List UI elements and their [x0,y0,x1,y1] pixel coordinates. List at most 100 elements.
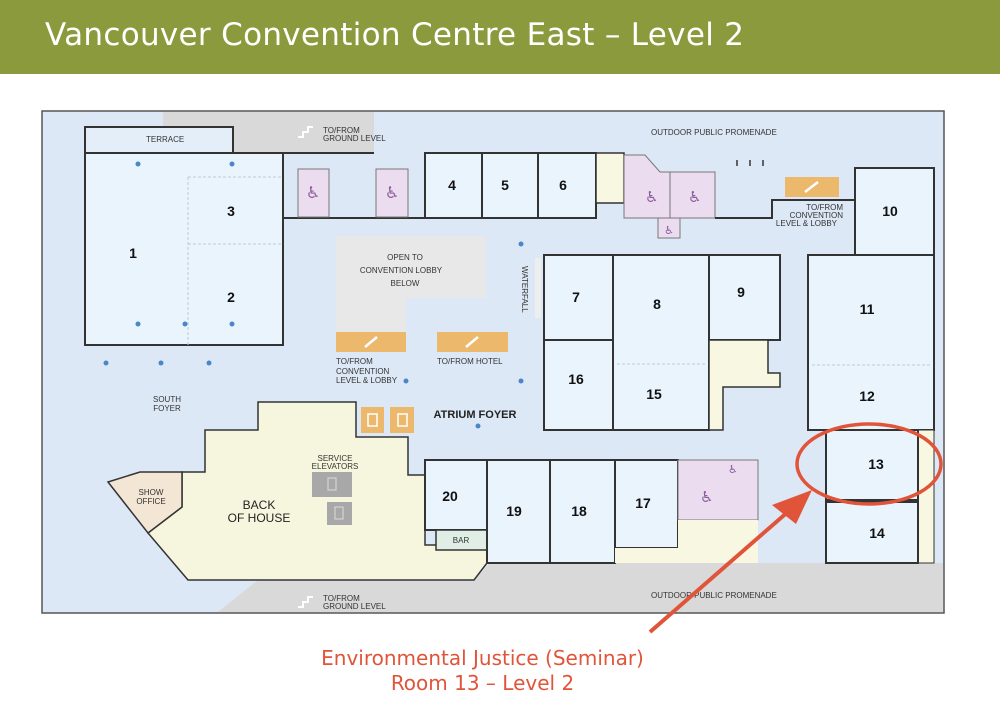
restroom-icon: ♿ [645,188,658,206]
ground-level-label: GROUND LEVEL [323,602,386,611]
room-number: 18 [571,503,587,519]
show-office-label: SHOW [139,488,164,497]
escalator-icon [364,336,378,348]
restroom-accessible-icon: ♿ [306,183,320,202]
room-1-2-3[interactable] [84,152,284,346]
show-office [106,471,183,535]
back-of-house-label: OF HOUSE [228,511,291,525]
open-to-lobby-area [336,236,486,332]
room-number: 5 [501,177,509,193]
service-elevator-1 [312,472,352,497]
accessible-icon: ♿ [664,224,674,237]
room-8-15[interactable] [612,254,710,431]
accessible-icon: ♿ [728,463,738,476]
posts [736,160,764,166]
room-18[interactable] [549,459,616,564]
room-20[interactable] [424,459,488,531]
promenade-zone-bottom [218,563,943,612]
room-number: 6 [559,177,567,193]
service-elevators-label: ELEVATORS [312,462,359,471]
room-11-12[interactable] [807,254,935,431]
escalator-label: CONVENTION [336,367,390,376]
room-17[interactable] [614,459,679,549]
room-7[interactable] [543,254,614,341]
south-foyer-label: FOYER [153,404,181,413]
escalator-icon [465,336,479,348]
promenade-label-top: OUTDOOR PUBLIC PROMENADE [651,128,777,137]
promenade-label-bottom: OUTDOOR PUBLIC PROMENADE [651,591,777,600]
columns [103,161,524,429]
restroom-accessible-icon: ♿ [385,183,399,202]
room-13-highlight-circle [795,422,943,506]
restroom-2 [375,168,409,218]
service-elevator-2 [327,502,352,525]
back-of-house-label: BACK [243,498,276,512]
room-19[interactable] [486,459,551,564]
page-title: Vancouver Convention Centre East – Level… [45,17,745,53]
room-number: 3 [227,203,235,219]
room-16[interactable] [543,339,614,431]
atrium-foyer-label: ATRIUM FOYER [434,409,517,421]
elevator-icon [397,413,408,427]
room-number: 20 [442,488,458,504]
open-lobby-label: BELOW [391,279,420,288]
ground-level-label: GROUND LEVEL [323,134,386,143]
room-number: 11 [860,301,875,317]
room-number: 15 [646,386,662,402]
room-number: 8 [653,296,661,312]
room-number: 9 [737,284,745,300]
stairs-icon [298,596,313,608]
room-number: 14 [869,525,885,541]
title-banner: Vancouver Convention Centre East – Level… [0,0,1000,74]
room-number: 13 [868,456,884,472]
restroom-1 [297,168,330,218]
room-number: 10 [882,203,898,219]
ground-level-label: TO/FROM [323,594,360,603]
room-5[interactable] [481,152,539,219]
restroom-4 [677,459,759,521]
room-4[interactable] [424,152,483,219]
room-number: 2 [227,289,235,305]
south-foyer-label: SOUTH [153,395,181,404]
open-lobby-label: OPEN TO [387,253,423,262]
pointer-arrow [648,508,792,634]
terrace-label: TERRACE [146,135,184,144]
room-13[interactable] [825,429,919,501]
show-office-label: OFFICE [136,497,165,506]
escalator-label: CONVENTION [790,211,844,220]
room-6[interactable] [537,152,597,219]
elevator-1 [361,407,384,433]
room-number: 16 [568,371,584,387]
elevator-icon [327,477,337,491]
room-number: 4 [448,177,456,193]
escalator-hotel-label: TO/FROM HOTEL [437,357,503,366]
restroom-icon: ♿ [688,188,701,206]
room-number: 12 [859,388,875,404]
escalator-label: LEVEL & LOBBY [336,376,398,385]
annotation-title: Environmental Justice (Seminar) [321,646,644,670]
storage-area-2 [708,339,781,431]
escalator-label: TO/FROM [336,357,373,366]
elevator-icon [334,506,344,520]
room-14[interactable] [825,501,919,564]
arrow-head-icon [772,490,812,524]
service-elevators-label: SERVICE [318,454,353,463]
ground-level-label: TO/FROM [323,126,360,135]
waterfall-label: WATERFALL [520,266,529,313]
escalator-icon [804,181,819,193]
room-number: 1 [129,245,137,261]
terrace [84,126,234,154]
annotation-room: Room 13 – Level 2 [390,671,575,695]
storage-area [595,152,625,204]
bar-label: BAR [453,536,470,545]
escalator-label: TO/FROM [806,203,843,212]
room-9[interactable] [708,254,781,341]
restroom-accessible [657,217,681,239]
restroom-icon: ♿ [700,488,713,506]
elevator-icon [367,413,378,427]
room-number: 7 [572,289,580,305]
stairs-icon [298,126,313,138]
open-lobby-label: CONVENTION LOBBY [360,266,443,275]
escalator-label: LEVEL & LOBBY [776,219,838,228]
